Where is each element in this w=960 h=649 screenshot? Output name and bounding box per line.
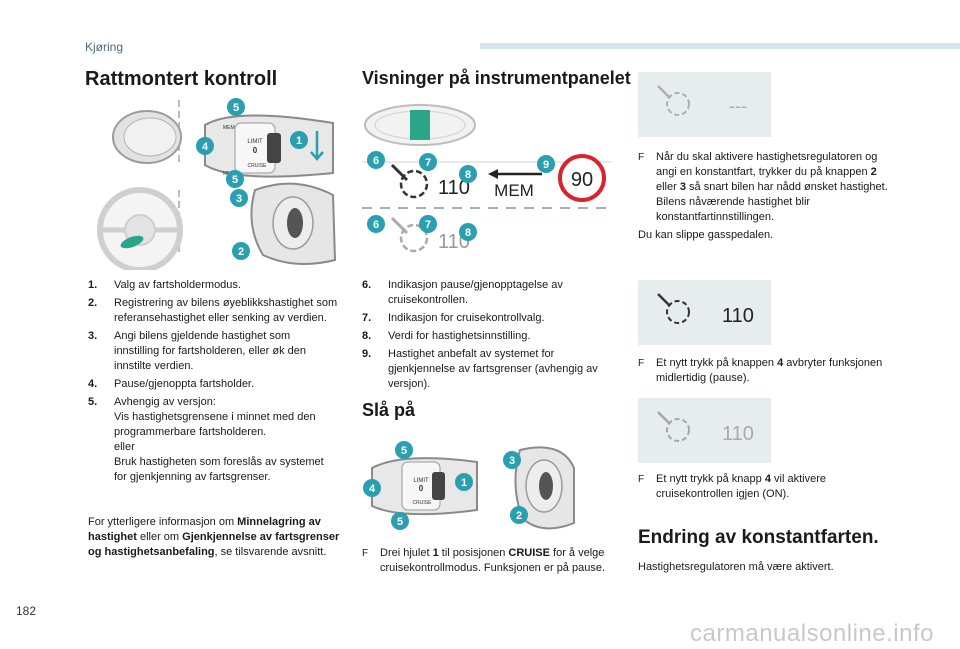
svg-text:4: 4 bbox=[369, 483, 376, 495]
badge-6-paused: 6 bbox=[367, 215, 385, 233]
svg-text:7: 7 bbox=[425, 157, 431, 169]
badge-4: 4 bbox=[196, 137, 214, 155]
page-number: 182 bbox=[16, 604, 37, 618]
svg-text:6: 6 bbox=[373, 219, 379, 231]
legend-item: 2.Registrering av bilens øyeblikkshastig… bbox=[88, 297, 338, 324]
sla-badge-5-bottom: 5 bbox=[391, 512, 409, 530]
sla-badge-4: 4 bbox=[363, 479, 381, 497]
svg-text:9: 9 bbox=[543, 159, 549, 171]
display-speed-paused-panel: 110 bbox=[722, 423, 754, 445]
display-speed-active: 110 bbox=[722, 305, 754, 327]
svg-text:1: 1 bbox=[461, 477, 467, 489]
display-panel-off: --- bbox=[638, 72, 771, 137]
badge-2: 2 bbox=[232, 242, 250, 260]
cruise-gauge-off-icon bbox=[657, 85, 690, 116]
sla-badge-2: 2 bbox=[510, 506, 528, 524]
legend-item: 5.Avhengig av versjon: Vis hastighetsgre… bbox=[88, 396, 324, 483]
stalk-label-mem-top: MEM bbox=[223, 125, 235, 131]
svg-text:4: 4 bbox=[202, 141, 209, 153]
steering-stalk-illustration: LIMIT 0 CRUISE MEM MEM 5 4 1 5 3 2 bbox=[95, 95, 345, 270]
watermark: carmanualsonline.info bbox=[690, 620, 934, 647]
display-limit: 90 bbox=[571, 169, 593, 191]
speed-limit-sign-icon bbox=[558, 154, 606, 202]
svg-text:5: 5 bbox=[232, 174, 238, 186]
badge-7-paused: 7 bbox=[419, 215, 437, 233]
stalk-label-lim: LIMIT bbox=[247, 139, 263, 145]
sla-label-cruise: CRUISE bbox=[413, 500, 433, 506]
further-info-paragraph: For ytterligere informasjon om Minnelagr… bbox=[88, 516, 340, 558]
cruise-gauge-icon bbox=[390, 163, 429, 199]
display-speed: 110 bbox=[438, 177, 470, 199]
svg-text:8: 8 bbox=[465, 227, 471, 239]
change-speed-text: Hastighetsregulatoren må være aktivert. bbox=[638, 561, 834, 573]
svg-text:1: 1 bbox=[296, 135, 302, 147]
svg-text:5: 5 bbox=[401, 445, 407, 457]
header-accent-bar bbox=[480, 43, 960, 49]
badge-6: 6 bbox=[367, 151, 385, 169]
change-speed-title: Endring av konstantfarten. bbox=[638, 527, 879, 548]
instrument-display-title: Visninger på instrumentpanelet bbox=[362, 68, 631, 88]
display-legend-list: 6.Indikasjon pause/gjenopptagelse av cru… bbox=[362, 278, 612, 395]
display-highlight bbox=[410, 110, 430, 140]
svg-text:3: 3 bbox=[236, 193, 242, 205]
badge-9: 9 bbox=[537, 155, 555, 173]
switch-on-title: Slå på bbox=[362, 400, 416, 420]
badge-8-paused: 8 bbox=[459, 223, 477, 241]
badge-7: 7 bbox=[419, 153, 437, 171]
cruise-gauge-paused-panel-icon bbox=[657, 411, 690, 442]
cruise-gauge-paused-icon bbox=[390, 216, 429, 253]
legend-item: 3.Angi bilens gjeldende hastighet som in… bbox=[88, 330, 306, 372]
stalk-label-zero: 0 bbox=[253, 146, 258, 155]
sla-badge-5-top: 5 bbox=[395, 441, 413, 459]
activate-instruction: F Når du skal aktivere hastighetsregulat… bbox=[638, 151, 888, 223]
badge-1: 1 bbox=[290, 131, 308, 149]
svg-text:8: 8 bbox=[465, 169, 471, 181]
section-label: Kjøring bbox=[85, 40, 124, 54]
legend-item: 6.Indikasjon pause/gjenopptagelse av cru… bbox=[362, 279, 563, 306]
legend-item: 4.Pause/gjenoppta fartsholder. bbox=[88, 378, 255, 390]
release-pedal-note: Du kan slippe gasspedalen. bbox=[638, 229, 774, 241]
svg-text:2: 2 bbox=[238, 246, 244, 258]
control-legend-list: 1.Valg av fartsholdermodus. 2.Registreri… bbox=[88, 278, 338, 488]
display-panel-active: 110 bbox=[638, 280, 771, 345]
stalk-label-cruise: CRUISE bbox=[248, 163, 268, 169]
sla-label-lim: LIMIT bbox=[413, 478, 429, 484]
legend-item: 8.Verdi for hastighetsinnstilling. bbox=[362, 330, 531, 342]
display-mem: MEM bbox=[494, 181, 534, 200]
svg-text:5: 5 bbox=[233, 102, 239, 114]
display-dashes: --- bbox=[729, 96, 747, 116]
svg-text:5: 5 bbox=[397, 516, 403, 528]
badge-5-top: 5 bbox=[227, 98, 245, 116]
legend-item: 1.Valg av fartsholdermodus. bbox=[88, 279, 241, 291]
switch-on-stalk-illustration: LIMIT 0 CRUISE 5 4 1 5 3 2 bbox=[363, 441, 575, 530]
pause-instruction: F Et nytt trykk på knappen 4 avbryter fu… bbox=[638, 357, 883, 384]
legend-item: 9.Hastighet anbefalt av systemet for gje… bbox=[362, 348, 598, 390]
sla-badge-1: 1 bbox=[455, 473, 473, 491]
page-title-steering-controls: Rattmontert kontroll bbox=[85, 68, 278, 90]
badge-8: 8 bbox=[459, 165, 477, 183]
sla-label-zero: 0 bbox=[419, 484, 424, 493]
legend-item: 7.Indikasjon for cruisekontrollvalg. bbox=[362, 312, 545, 324]
display-panel-paused: 110 bbox=[638, 398, 771, 463]
instrument-display-illustration: 110 MEM 90 6 7 8 9 110 6 7 8 bbox=[362, 104, 612, 253]
badge-5-bottom: 5 bbox=[226, 170, 244, 188]
svg-text:7: 7 bbox=[425, 219, 431, 231]
svg-text:2: 2 bbox=[516, 510, 522, 522]
resume-instruction: F Et nytt trykk på knapp 4 vil aktivere … bbox=[638, 473, 826, 500]
badge-3: 3 bbox=[230, 189, 248, 207]
cruise-gauge-active-icon bbox=[657, 293, 690, 324]
switch-on-instruction: F Drei hjulet 1 til posisjonen CRUISE fo… bbox=[362, 547, 606, 574]
svg-text:6: 6 bbox=[373, 155, 379, 167]
svg-text:3: 3 bbox=[509, 455, 515, 467]
sla-badge-3: 3 bbox=[503, 451, 521, 469]
